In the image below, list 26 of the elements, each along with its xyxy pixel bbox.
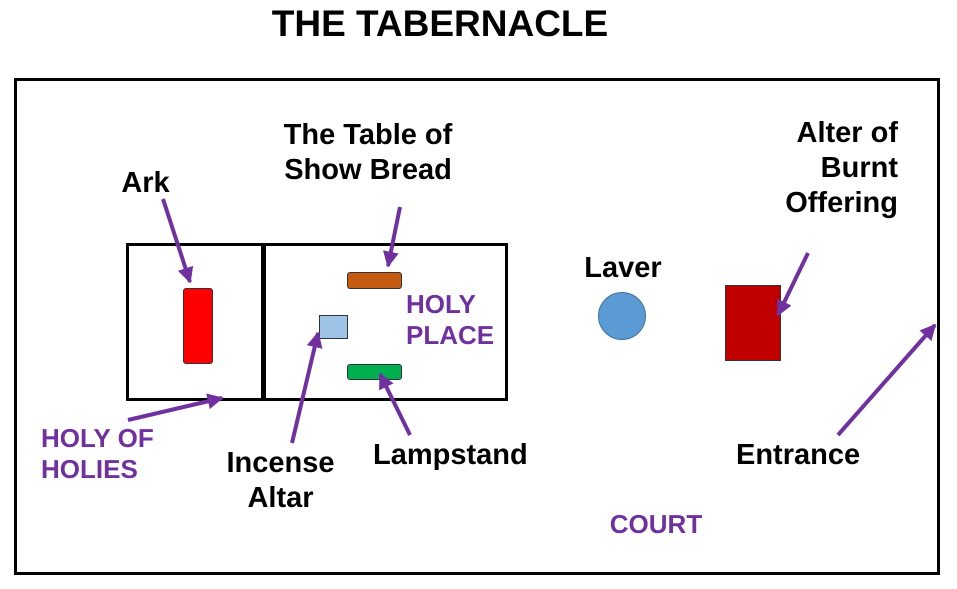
part-label: HOLY OF HOLIES [41, 423, 181, 499]
area-label: HOLY PLACE [406, 289, 496, 352]
leader-arrow [378, 372, 412, 436]
part-label: Alter of Burnt Offering [748, 116, 898, 256]
part-label: Ark [108, 166, 183, 202]
area-label: COURT [608, 509, 704, 540]
leader-arrow [383, 206, 402, 268]
incense-altar-symbol [319, 315, 348, 339]
part-label: Laver [583, 251, 663, 286]
ark-symbol [183, 288, 213, 364]
part-label: Entrance [736, 438, 891, 478]
leader-arrow [776, 252, 810, 316]
title: THE TABERNACLE [270, 2, 610, 46]
court-wall [14, 78, 940, 575]
leader-arrow [161, 198, 194, 284]
holy-of-holies-room [126, 243, 264, 401]
part-label: Lampstand [373, 438, 568, 478]
leader-arrow [836, 324, 936, 436]
leader-arrow [290, 331, 322, 444]
lampstand-symbol [347, 364, 402, 380]
part-label: The Table of Show Bread [258, 118, 478, 210]
altar-symbol [725, 285, 781, 361]
holy-place-room [263, 243, 508, 401]
leader-arrow [128, 394, 224, 422]
table-symbol [347, 272, 402, 289]
part-label: Incense Altar [208, 446, 353, 536]
